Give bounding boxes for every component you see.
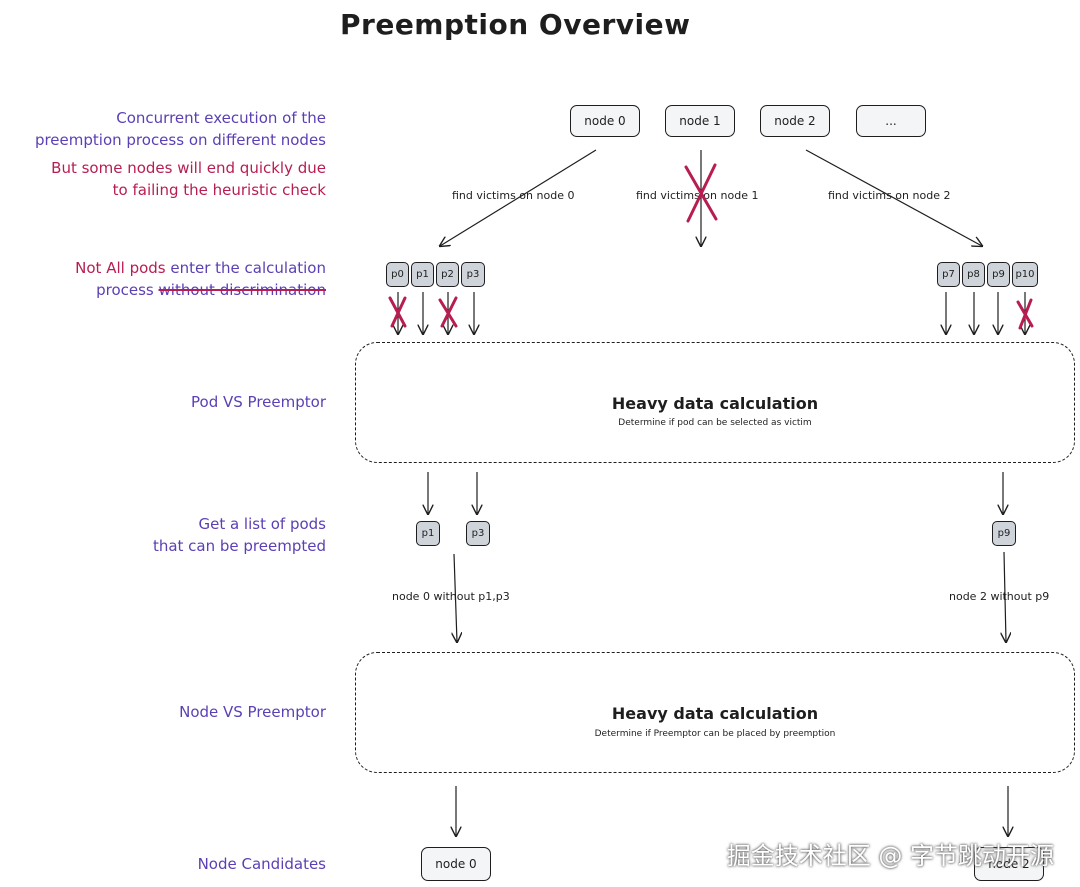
node-box-1: node 1 xyxy=(665,105,735,137)
selected-pod-p1: p1 xyxy=(416,521,440,546)
page-title: Preemption Overview xyxy=(340,8,691,41)
selected-pod-p3: p3 xyxy=(466,521,490,546)
selected-pod-p9: p9 xyxy=(992,521,1016,546)
pod-vs-preemptor-label: Pod VS Preemptor xyxy=(191,393,326,411)
pod-p10: p10 xyxy=(1012,262,1038,287)
concurrent-note-line1: Concurrent execution of the xyxy=(116,109,326,127)
find-victims-node1-label: find victims on node 1 xyxy=(636,189,759,202)
concurrent-note-line2: preemption process on different nodes xyxy=(34,131,326,149)
heuristic-note-line2: to failing the heuristic check xyxy=(112,181,326,199)
pod-p1: p1 xyxy=(411,262,434,287)
not-all-pods-text: Not All pods xyxy=(75,259,171,277)
node-box-more: ... xyxy=(856,105,926,137)
arrow-to-calc2-right xyxy=(1004,551,1006,642)
heuristic-note-line1: But some nodes will end quickly due xyxy=(51,159,326,177)
process-text: process xyxy=(96,281,159,299)
node-calculation-title: Heavy data calculation xyxy=(611,704,819,723)
pod-calculation-title: Heavy data calculation xyxy=(611,394,819,413)
node2-without-label: node 2 without p9 xyxy=(949,590,1050,603)
node0-without-label: node 0 without p1,p3 xyxy=(392,590,510,603)
heuristic-note: But some nodes will end quickly due to f… xyxy=(51,157,326,201)
cross-p0-icon xyxy=(388,296,407,328)
watermark: 掘金技术社区 @ 字节跳动开源 xyxy=(726,842,1054,870)
node-box-0: node 0 xyxy=(570,105,640,137)
node-calculation-subtitle: Determine if Preemptor can be placed by … xyxy=(594,729,836,739)
node-calculation-box: Heavy data calculation Determine if Pree… xyxy=(355,652,1075,773)
not-all-pods-note: Not All pods enter the calculation proce… xyxy=(75,257,326,301)
node-candidates-label: Node Candidates xyxy=(197,855,326,873)
find-victims-node0-label: find victims on node 0 xyxy=(452,189,575,202)
cross-node1-icon xyxy=(684,163,718,223)
pod-list-note-line2: that can be preempted xyxy=(152,537,326,555)
cross-p10-icon xyxy=(1016,298,1034,330)
node-vs-preemptor-label: Node VS Preemptor xyxy=(179,703,326,721)
arrow-node0-to-pods xyxy=(440,149,597,246)
pod-p2: p2 xyxy=(436,262,459,287)
candidate-node-0: node 0 xyxy=(421,847,491,881)
without-discrimination-text: without discrimination xyxy=(158,281,326,299)
arrow-node2-to-pods xyxy=(805,149,982,246)
pod-list-note: Get a list of pods that can be preempted xyxy=(153,513,326,557)
enter-calculation-text: enter the calculation xyxy=(170,259,326,277)
pod-calculation-subtitle: Determine if pod can be selected as vict… xyxy=(618,418,812,428)
pod-p3: p3 xyxy=(461,262,485,287)
pod-calculation-box: Heavy data calculation Determine if pod … xyxy=(355,342,1075,463)
cross-p2-icon xyxy=(438,296,458,328)
pod-p0: p0 xyxy=(386,262,409,287)
node-box-2: node 2 xyxy=(760,105,830,137)
candidate-node-2: node 2 xyxy=(974,847,1044,881)
pod-p8: p8 xyxy=(962,262,985,287)
pod-list-note-line1: Get a list of pods xyxy=(198,515,326,533)
pod-p7: p7 xyxy=(937,262,960,287)
arrow-to-calc2-left xyxy=(454,553,457,642)
pod-p9: p9 xyxy=(987,262,1010,287)
concurrent-note: Concurrent execution of the preemption p… xyxy=(35,107,326,151)
